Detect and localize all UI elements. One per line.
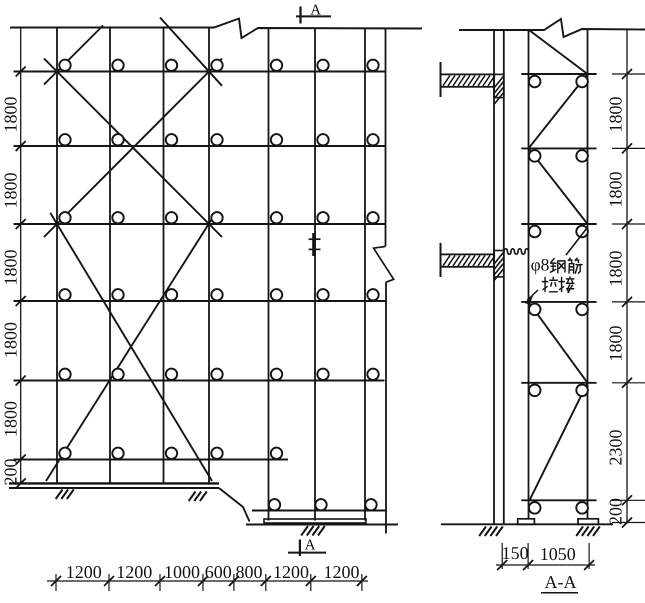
svg-text:600: 600: [205, 562, 232, 582]
svg-text:800: 800: [236, 562, 263, 582]
svg-text:1050: 1050: [540, 544, 576, 564]
svg-text:1800: 1800: [1, 401, 21, 437]
svg-text:1200: 1200: [66, 562, 102, 582]
svg-text:150: 150: [502, 543, 529, 563]
svg-text:1800: 1800: [606, 326, 626, 362]
svg-text:1000: 1000: [164, 562, 200, 582]
svg-text:A: A: [305, 538, 316, 554]
svg-text:1800: 1800: [1, 250, 21, 286]
svg-text:A-A: A-A: [545, 572, 577, 592]
svg-text:200: 200: [1, 459, 21, 486]
svg-text:200: 200: [606, 498, 626, 525]
svg-text:1200: 1200: [324, 562, 360, 582]
svg-text:A: A: [310, 3, 321, 19]
svg-text:φ8: φ8: [531, 255, 550, 275]
svg-text:1800: 1800: [1, 97, 21, 133]
svg-text:1800: 1800: [1, 173, 21, 209]
svg-text:2300: 2300: [606, 430, 626, 466]
svg-text:1200: 1200: [116, 562, 152, 582]
svg-text:1800: 1800: [606, 172, 626, 208]
svg-text:1200: 1200: [273, 562, 309, 582]
svg-text:1800: 1800: [606, 97, 626, 133]
svg-text:1800: 1800: [1, 322, 21, 358]
svg-text:1800: 1800: [606, 251, 626, 287]
